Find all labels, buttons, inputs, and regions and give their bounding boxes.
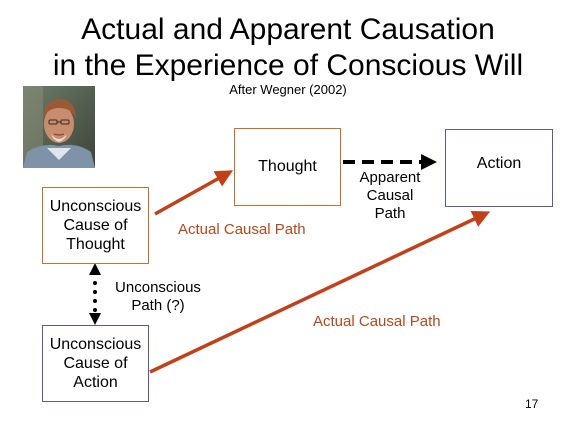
slide-title-line-1: Actual and Apparent Causation	[81, 13, 495, 46]
actual-causal-arrow-to-thought	[154, 170, 234, 216]
portrait-photo	[23, 86, 95, 168]
label-line: Causal	[366, 187, 414, 204]
slide-title-line-2: in the Experience of Conscious Will	[52, 49, 524, 82]
page-number: 17	[525, 397, 539, 411]
actual-causal-path-label-upper: Actual Causal Path	[178, 221, 306, 238]
unconscious-cause-of-action-box: Unconscious Cause of Action	[42, 325, 149, 402]
box-line: Unconscious	[49, 198, 142, 215]
label-line: Path (?)	[131, 297, 185, 314]
unconscious-path-label: Unconscious Path (?)	[108, 279, 208, 315]
label-line: Unconscious	[115, 279, 201, 296]
box-line: Cause of	[63, 217, 128, 234]
label-line: Path	[374, 205, 406, 222]
box-line: Thought	[66, 236, 125, 253]
thought-box: Thought	[234, 128, 341, 206]
actual-causal-path-label-lower: Actual Causal Path	[313, 313, 441, 330]
action-label: Action	[476, 155, 522, 172]
unconscious-path-dotted-arrow	[89, 263, 101, 325]
slide-subtitle: After Wegner (2002)	[229, 82, 347, 97]
box-line: Unconscious	[49, 336, 142, 353]
thought-label: Thought	[258, 158, 317, 175]
box-line: Cause of	[63, 355, 128, 372]
actual-causal-arrow-to-action	[149, 211, 491, 374]
portrait-image	[23, 86, 95, 168]
apparent-causal-path-label: Apparent Causal Path	[352, 169, 428, 223]
unconscious-cause-of-thought-box: Unconscious Cause of Thought	[42, 187, 149, 264]
label-line: Apparent	[359, 169, 421, 186]
box-line: Action	[73, 374, 118, 391]
action-box: Action	[445, 129, 553, 207]
